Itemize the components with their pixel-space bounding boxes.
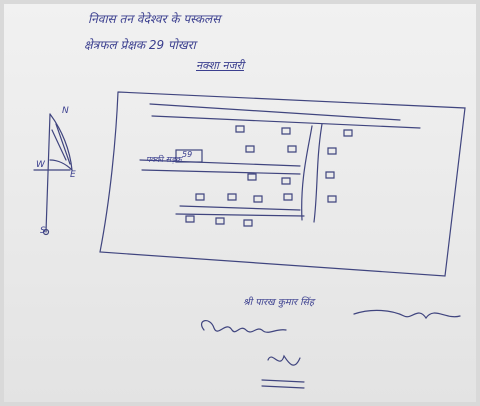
heading-line-2: क्षेत्रफल प्रेक्षक 29 पोखरा bbox=[84, 38, 196, 52]
box-59 bbox=[175, 149, 203, 163]
signature-1 bbox=[201, 320, 287, 333]
parcel-mark bbox=[215, 217, 225, 225]
road-line-mid-2 bbox=[141, 169, 301, 175]
signature-caption: श्री पारख कुमार सिंह bbox=[243, 297, 315, 308]
road-label: पक्की सड़क bbox=[146, 155, 182, 164]
lane-left bbox=[301, 125, 313, 221]
plot-boundary bbox=[99, 91, 466, 277]
compass-line bbox=[45, 113, 51, 233]
parcel-mark bbox=[245, 145, 255, 153]
box-label: 59 bbox=[182, 150, 193, 159]
road-line-top-2 bbox=[151, 115, 421, 129]
parcel-mark bbox=[325, 171, 335, 179]
signature-2 bbox=[353, 309, 461, 320]
signature-3 bbox=[267, 354, 301, 366]
parcel-mark bbox=[195, 193, 205, 201]
seal-lines bbox=[261, 379, 305, 389]
parcel-mark bbox=[243, 219, 253, 227]
parcel-mark bbox=[343, 129, 353, 137]
parcel-mark bbox=[327, 147, 337, 155]
heading-line-1: निवास तन वेदेश्वर के पस्कलस bbox=[88, 12, 221, 26]
road-line-low bbox=[179, 205, 301, 211]
compass-arrow bbox=[49, 113, 73, 172]
parcel-mark bbox=[227, 193, 237, 201]
parcel-mark bbox=[287, 145, 297, 153]
parcel-mark bbox=[327, 195, 337, 203]
parcel-mark bbox=[281, 127, 291, 135]
compass-hatch bbox=[51, 123, 71, 165]
parcel-mark bbox=[253, 195, 263, 203]
road-line-mid bbox=[139, 159, 301, 167]
parcel-mark bbox=[281, 177, 291, 185]
paper-sheet bbox=[4, 4, 476, 402]
compass-north: N bbox=[62, 106, 69, 116]
lane-right bbox=[313, 123, 323, 223]
compass-west: W bbox=[36, 160, 45, 170]
road-line-top bbox=[149, 103, 401, 121]
road-line-low-2 bbox=[175, 213, 305, 217]
parcel-mark bbox=[247, 173, 257, 181]
compass-east: E bbox=[70, 170, 76, 180]
parcel-mark bbox=[185, 215, 195, 223]
parcel-mark bbox=[283, 193, 293, 201]
parcel-mark bbox=[235, 125, 245, 133]
heading-line-3: नक्शा नजरी bbox=[196, 59, 244, 72]
south-dot bbox=[42, 228, 50, 236]
compass-south: S bbox=[40, 226, 46, 236]
